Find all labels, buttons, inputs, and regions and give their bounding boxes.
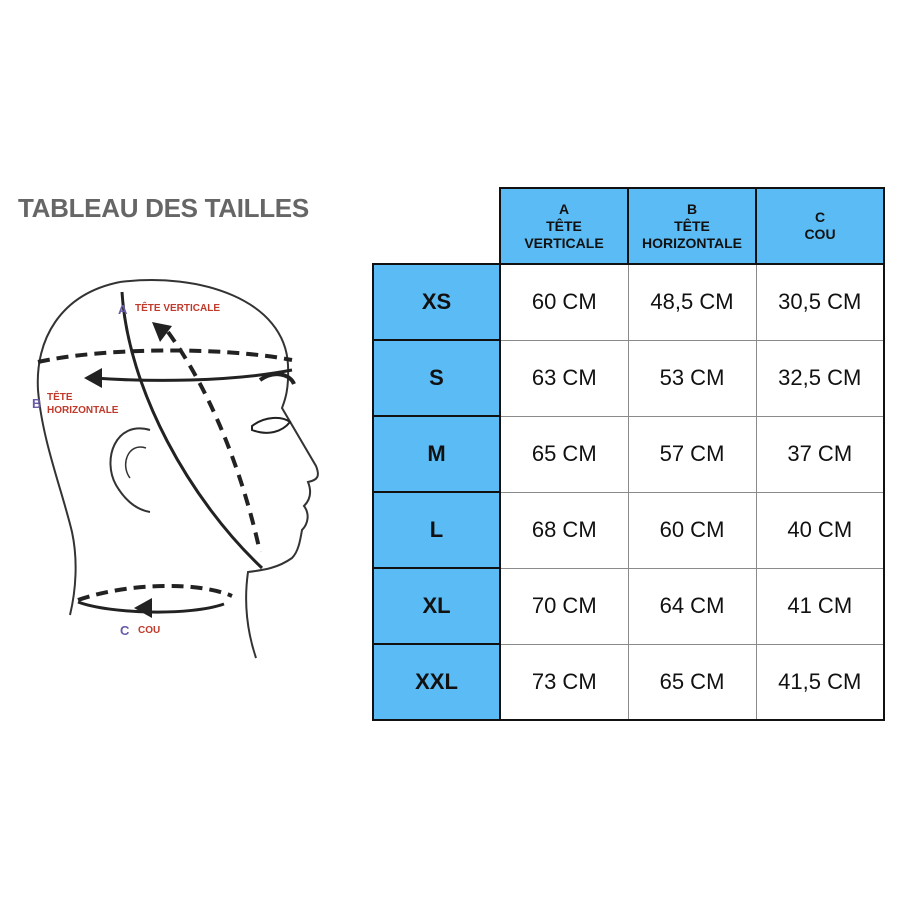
table-cell: 73 CM — [499, 643, 629, 721]
measure-a-solid — [120, 291, 264, 570]
head-outline — [119, 279, 319, 659]
arrow-icon — [84, 368, 102, 388]
table-cell: 68 CM — [499, 491, 629, 569]
table-cell: 37 CM — [755, 415, 885, 493]
label-a-text: TÊTE VERTICALE — [135, 301, 220, 314]
arrow-icon — [134, 598, 152, 618]
table-row: S 63 CM 53 CM 32,5 CM — [372, 339, 885, 417]
column-header-letter: A — [558, 200, 570, 217]
column-header-letter: C — [814, 209, 826, 225]
table-cell: 65 CM — [499, 415, 629, 493]
table-row: L 68 CM 60 CM 40 CM — [372, 491, 885, 569]
column-header-a: A TÊTE VERTICALE — [499, 187, 629, 265]
size-label-s: S — [372, 339, 501, 417]
eye-icon — [251, 416, 292, 434]
size-label-xs: XS — [372, 263, 501, 341]
table-cell: 64 CM — [627, 567, 757, 645]
table-cell: 63 CM — [499, 339, 629, 417]
table-cell: 60 CM — [627, 491, 757, 569]
column-header-line1: COU — [804, 226, 836, 242]
size-label-xxl: XXL — [372, 643, 501, 721]
column-header-line1: TÊTE — [546, 217, 582, 234]
size-label-l: L — [372, 491, 501, 569]
table-row: XS 60 CM 48,5 CM 30,5 CM — [372, 263, 885, 341]
column-header-b: B TÊTE HORIZONTALE — [627, 187, 757, 265]
table-cell: 41 CM — [755, 567, 885, 645]
table-row: XL 70 CM 64 CM 41 CM — [372, 567, 885, 645]
table-cell: 70 CM — [499, 567, 629, 645]
label-a-letter: A — [118, 302, 128, 317]
size-table: A TÊTE VERTICALE B TÊTE HORIZONTALE C CO… — [372, 187, 885, 721]
measure-a-dashed — [166, 330, 262, 553]
column-header-line2: HORIZONTALE — [641, 234, 743, 251]
measure-b-dashed — [37, 348, 293, 364]
column-header-line1: TÊTE — [674, 217, 710, 234]
table-cell: 30,5 CM — [755, 263, 885, 341]
table-cell: 41,5 CM — [755, 643, 885, 721]
column-header-letter: B — [686, 200, 698, 217]
table-cell: 32,5 CM — [755, 339, 885, 417]
head-measurement-diagram: A TÊTE VERTICALE B TÊTE HORIZONTALE C CO… — [32, 279, 319, 659]
measure-c-dashed — [77, 583, 233, 602]
column-header-line2: VERTICALE — [524, 234, 604, 251]
ear-icon — [109, 427, 151, 513]
size-table-header: A TÊTE VERTICALE B TÊTE HORIZONTALE C CO… — [373, 187, 885, 265]
label-c-text: COU — [138, 625, 160, 636]
label-b-text-1: TÊTE — [47, 390, 73, 403]
head-back-outline — [36, 281, 121, 616]
table-row: M 65 CM 57 CM 37 CM — [372, 415, 885, 493]
measure-b-arrow — [93, 368, 293, 382]
label-c-letter: C — [120, 623, 130, 638]
table-row: XXL 73 CM 65 CM 41,5 CM — [372, 643, 885, 721]
page-title: TABLEAU DES TAILLES — [18, 193, 309, 223]
arrow-icon — [152, 322, 172, 342]
size-label-m: M — [372, 415, 501, 493]
table-cell: 40 CM — [755, 491, 885, 569]
table-cell: 65 CM — [627, 643, 757, 721]
table-cell: 53 CM — [627, 339, 757, 417]
table-cell: 57 CM — [627, 415, 757, 493]
column-header-c: C COU — [755, 187, 885, 265]
table-corner — [373, 188, 500, 264]
size-label-xl: XL — [372, 567, 501, 645]
label-b-letter: B — [32, 396, 41, 411]
table-cell: 60 CM — [499, 263, 629, 341]
label-b-text-2: HORIZONTALE — [47, 405, 119, 416]
table-cell: 48,5 CM — [627, 263, 757, 341]
